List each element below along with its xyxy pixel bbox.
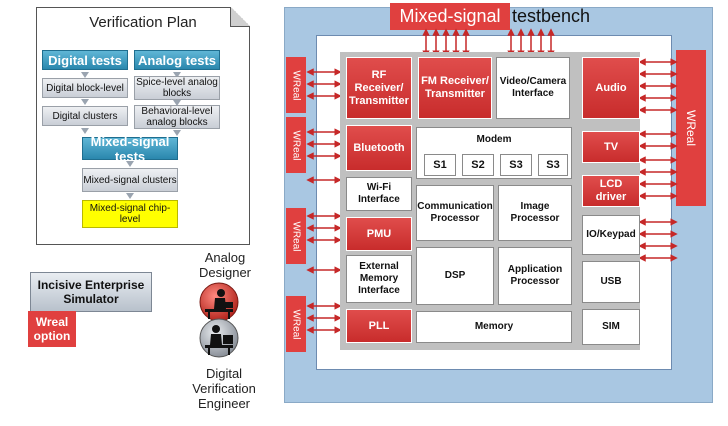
modem-s3: S3: [500, 154, 532, 176]
memory-block: Memory: [416, 311, 572, 343]
mixed-signal-chip-level-box: Mixed-signal chip-level: [82, 200, 178, 228]
bluetooth-block: Bluetooth: [346, 125, 412, 171]
page-fold-corner: [230, 7, 250, 27]
video-camera-block: Video/Camera Interface: [496, 57, 570, 119]
sim-block: SIM: [582, 309, 640, 345]
analog-designer-label: Analog Designer: [198, 250, 252, 280]
arrow-down-icon: [173, 130, 181, 136]
testbench-title: testbench: [512, 6, 591, 26]
digital-block-level-box: Digital block-level: [42, 78, 128, 98]
wreal-port-left-4: WReal: [286, 296, 306, 352]
signal-arrows: [306, 28, 678, 334]
analog-tests-box: Analog tests: [134, 50, 220, 70]
wreal-port-left-1: WReal: [286, 57, 306, 113]
wreal-option-badge: Wreal option: [28, 311, 76, 347]
mixed-signal-clusters-box: Mixed-signal clusters: [82, 168, 178, 192]
digital-clusters-box: Digital clusters: [42, 106, 128, 126]
spice-level-box: Spice-level analog blocks: [134, 76, 220, 100]
rf-block: RF Receiver/ Transmitter: [346, 57, 412, 119]
modem-s1: S1: [424, 154, 456, 176]
incisive-simulator-box: Incisive Enterprise Simulator: [30, 272, 152, 312]
arrow-down-icon: [81, 72, 89, 78]
behavioral-level-box: Behavioral-level analog blocks: [134, 105, 220, 129]
verification-plan-title: Verification Plan: [89, 14, 197, 31]
wreal-port-left-3: WReal: [286, 208, 306, 264]
arrow-down-icon: [81, 128, 89, 134]
lcd-driver-block: LCD driver: [582, 175, 640, 207]
digital-tests-box: Digital tests: [42, 50, 128, 70]
pmu-block: PMU: [346, 217, 412, 251]
usb-block: USB: [582, 261, 640, 303]
audio-block: Audio: [582, 57, 640, 119]
arrow-down-icon: [173, 100, 181, 106]
person-icon: [199, 318, 239, 358]
digital-engineer-label: Digital Verification Engineer: [192, 366, 256, 411]
wreal-port-left-2: WReal: [286, 117, 306, 173]
application-processor-block: Application Processor: [498, 247, 572, 305]
wreal-port-right: WReal: [676, 50, 706, 206]
fm-block: FM Receiver/ Transmitter: [418, 57, 492, 119]
pll-block: PLL: [346, 309, 412, 343]
person-icon: [199, 282, 239, 322]
modem-label: Modem: [476, 134, 512, 145]
digital-engineer-avatar: [199, 318, 239, 363]
arrow-down-icon: [173, 72, 181, 78]
communication-processor-block: Communication Processor: [416, 185, 494, 241]
tv-block: TV: [582, 131, 640, 163]
wifi-block: Wi-Fi Interface: [346, 177, 412, 211]
external-memory-block: External Memory Interface: [346, 255, 412, 303]
mixed-signal-tests-box: Mixed-signal tests: [82, 134, 178, 164]
io-keypad-block: IO/Keypad: [582, 215, 640, 255]
arrow-down-icon: [126, 193, 134, 199]
dsp-block: DSP: [416, 247, 494, 305]
modem-s3-second: S3: [538, 154, 568, 176]
modem-s2: S2: [462, 154, 494, 176]
testbench-title-highlight: Mixed-signal: [390, 3, 510, 30]
arrow-down-icon: [81, 99, 89, 105]
image-processor-block: Image Processor: [498, 185, 572, 241]
arrow-down-icon: [126, 161, 134, 167]
